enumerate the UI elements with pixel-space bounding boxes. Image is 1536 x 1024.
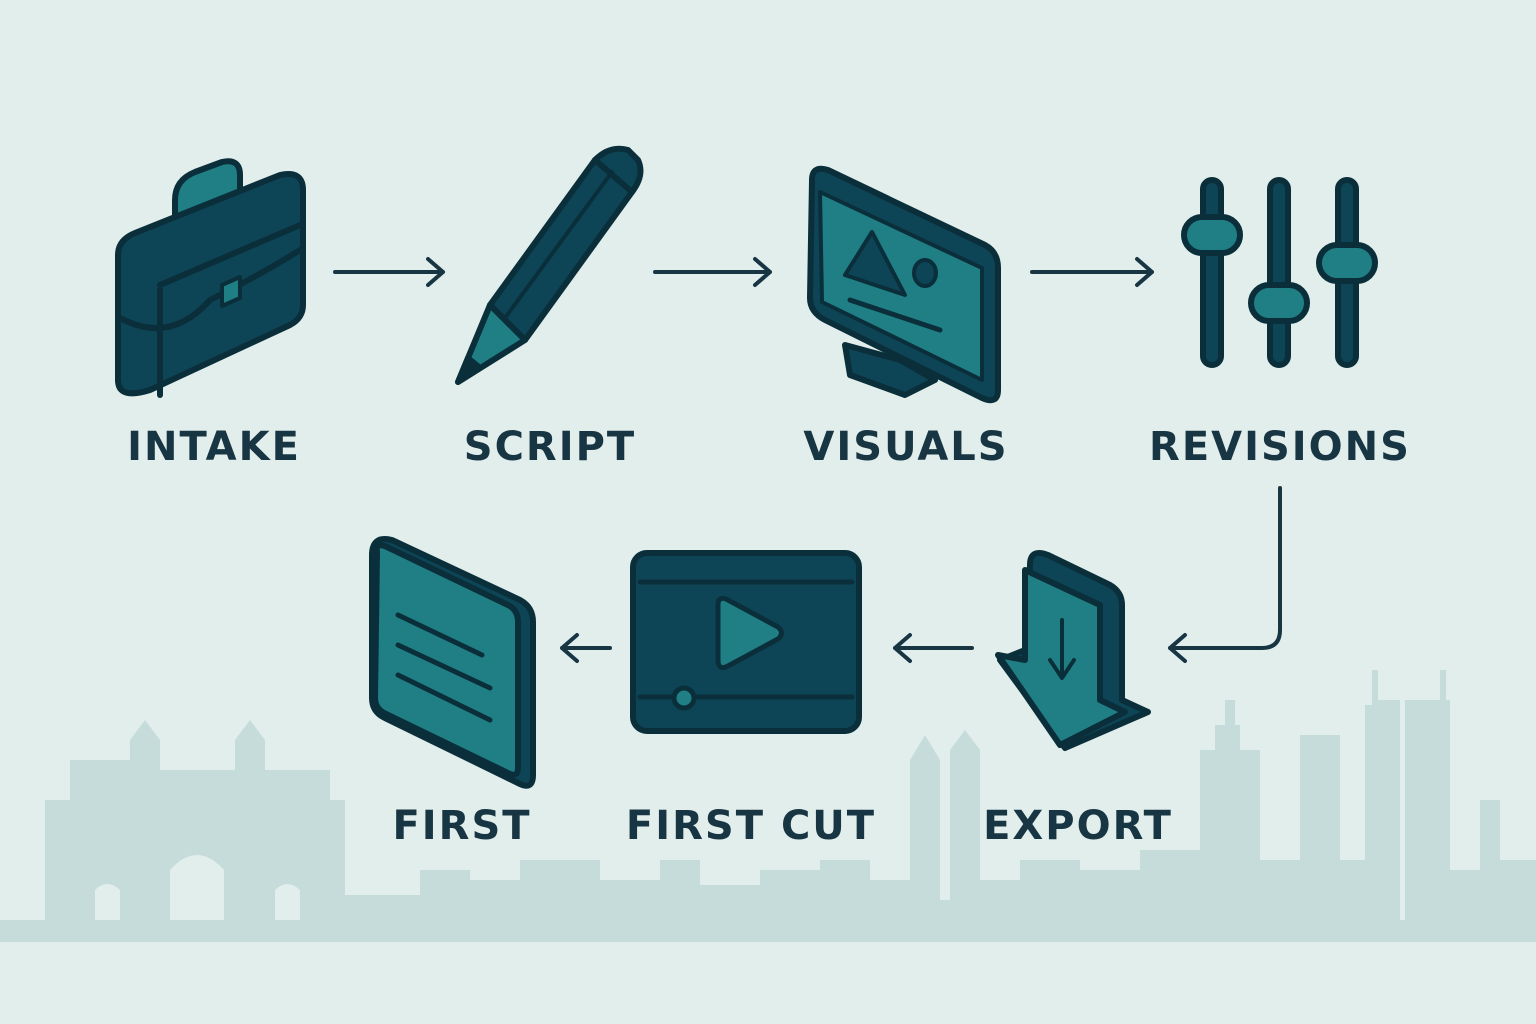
download-arrow-icon [995,550,1151,751]
step-label-script: SCRIPT [463,424,637,470]
step-label-intake: INTAKE [127,424,301,470]
sliders-icon [1181,177,1378,368]
skyline-windows [95,855,300,920]
arrow-revisions-to-export [1168,486,1282,663]
monitor-image-icon [807,165,1001,404]
arrow-firstcut-to-first [560,633,612,663]
skyline-background [0,670,1536,942]
document-icon [369,536,536,789]
video-player-icon [630,550,862,734]
briefcase-icon [115,158,306,398]
step-label-visuals: VISUALS [803,424,1009,470]
step-label-revisions: REVISIONS [1149,424,1411,470]
pencil-icon [455,145,644,385]
step-label-export: EXPORT [983,803,1173,849]
step-label-first-cut: FIRST CUT [625,803,877,849]
arrow-intake-to-script [333,257,445,287]
arrow-visuals-to-revisions [1030,257,1154,287]
step-label-first: FIRST [392,803,532,849]
arrow-script-to-visuals [653,257,772,287]
arrow-export-to-firstcut [893,633,974,663]
